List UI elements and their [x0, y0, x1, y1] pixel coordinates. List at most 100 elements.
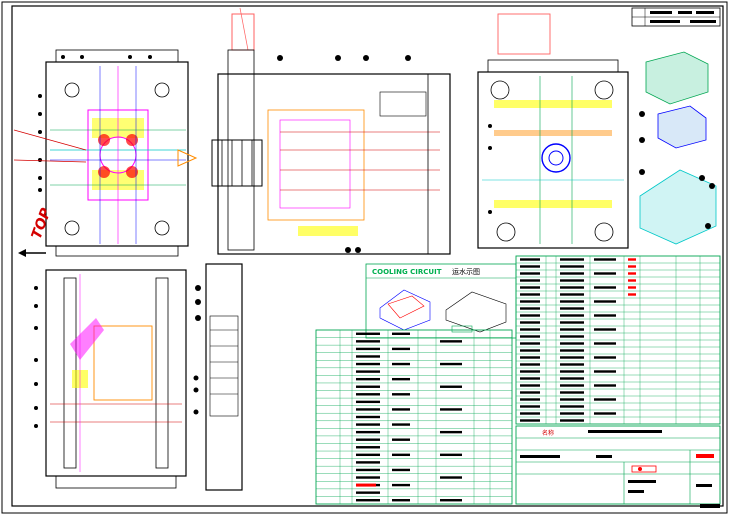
table-cell-mark	[392, 438, 410, 441]
table-cell-highlight	[628, 258, 636, 261]
table-cell-mark	[520, 321, 540, 324]
table-cell-mark	[392, 332, 410, 335]
view-bottom-side	[195, 263, 243, 491]
top-direction-marker: TOP	[18, 205, 55, 257]
sheet-border-inner	[11, 5, 724, 507]
table-cell-mark	[356, 370, 380, 373]
table-cell-mark	[594, 300, 616, 303]
table-cell-mark	[594, 384, 616, 387]
table-cell-mark	[560, 412, 584, 415]
table-cell-mark	[520, 307, 540, 310]
table-cell-mark	[594, 356, 616, 359]
table-cell-highlight	[628, 279, 636, 282]
table-cell-mark	[594, 328, 616, 331]
table-cell-mark	[560, 405, 584, 408]
table-cell-mark	[560, 384, 584, 387]
table-cell-mark	[520, 314, 540, 317]
table-cell-mark	[594, 398, 616, 401]
table-cell-mark	[356, 461, 380, 464]
table-cell-mark	[392, 393, 410, 396]
table-cell-mark	[440, 499, 462, 502]
view-fixed-half-plan	[477, 13, 645, 249]
table-cell-mark	[520, 300, 540, 303]
table-cell-mark	[392, 408, 410, 411]
table-cell-mark	[560, 363, 584, 366]
table-cell-mark	[356, 423, 380, 426]
title-block: 名称	[515, 425, 721, 508]
table-cell-mark	[520, 342, 540, 345]
table-cell-mark	[560, 279, 584, 282]
top-label: TOP	[29, 205, 55, 241]
table-cell-mark	[594, 342, 616, 345]
table-cell-mark	[356, 393, 380, 396]
table-cell-mark	[520, 363, 540, 366]
table-cell-mark	[440, 476, 462, 479]
table-cell-mark	[356, 499, 380, 502]
table-cell-mark	[520, 398, 540, 401]
table-cell-mark	[392, 483, 410, 487]
table-cell-mark	[520, 272, 540, 275]
table-cell-mark	[392, 377, 410, 381]
table-cell-mark	[520, 335, 540, 338]
revision-box	[631, 7, 721, 27]
bom-table-left	[315, 329, 513, 505]
table-cell-mark	[560, 398, 584, 401]
table-cell-mark	[594, 258, 616, 261]
title-block-name-label: 名称	[542, 429, 554, 437]
cooling-circuit-panel: COOLING CIRCUIT 运水示图	[365, 263, 517, 339]
table-cell-mark	[520, 265, 540, 268]
table-cell-highlight	[356, 483, 376, 487]
view-top-plan	[13, 49, 198, 257]
table-cell-mark	[520, 286, 540, 289]
table-cell-mark	[356, 438, 380, 441]
table-cell-mark	[560, 391, 584, 394]
table-cell-mark	[560, 349, 584, 352]
table-cell-mark	[356, 340, 380, 343]
table-cell-mark	[560, 335, 584, 338]
table-cell-mark	[560, 356, 584, 359]
table-cell-mark	[520, 328, 540, 331]
table-cell-mark	[392, 453, 410, 457]
table-cell-mark	[520, 370, 540, 373]
table-cell-mark	[560, 293, 584, 296]
table-cell-mark	[356, 377, 380, 381]
table-cell-highlight	[628, 286, 636, 289]
table-cell-mark	[560, 328, 584, 331]
table-cell-mark	[392, 362, 410, 366]
table-cell-mark	[356, 476, 380, 479]
table-cell-mark	[520, 258, 540, 261]
table-cell-mark	[560, 419, 584, 422]
table-cell-mark	[440, 340, 462, 343]
table-cell-mark	[356, 332, 380, 335]
table-cell-mark	[560, 321, 584, 324]
bom-table-right-grid	[516, 256, 720, 424]
table-cell-mark	[520, 356, 540, 359]
table-cell-mark	[440, 362, 462, 366]
table-cell-mark	[560, 258, 584, 261]
table-cell-mark	[594, 412, 616, 415]
table-cell-mark	[356, 491, 380, 494]
table-cell-mark	[560, 265, 584, 268]
table-cell-highlight	[628, 272, 636, 275]
table-cell-mark	[356, 347, 380, 351]
table-cell-mark	[560, 370, 584, 373]
table-cell-mark	[356, 430, 380, 434]
table-cell-mark	[560, 272, 584, 275]
view-side-section	[211, 7, 451, 255]
table-cell-mark	[520, 405, 540, 408]
table-cell-mark	[560, 286, 584, 289]
table-cell-highlight	[628, 293, 636, 296]
table-cell-mark	[392, 499, 410, 502]
table-cell-mark	[594, 370, 616, 373]
table-cell-highlight	[628, 265, 636, 268]
table-cell-mark	[520, 384, 540, 387]
table-cell-mark	[392, 468, 410, 472]
table-cell-mark	[520, 349, 540, 352]
table-cell-mark	[356, 468, 380, 472]
table-cell-mark	[356, 355, 380, 358]
table-cell-mark	[392, 423, 410, 426]
bom-table-left-grid	[316, 330, 512, 504]
table-cell-mark	[560, 377, 584, 380]
table-cell-mark	[440, 385, 462, 388]
